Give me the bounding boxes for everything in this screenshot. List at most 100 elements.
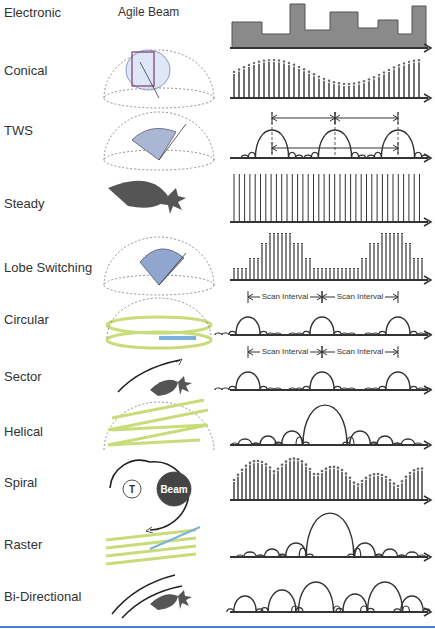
pulse-line (387, 174, 388, 222)
pulse-dot (269, 466, 272, 469)
pulse-dot (249, 462, 252, 465)
scan-type-label: Conical (4, 64, 47, 78)
pulse-dot (257, 258, 259, 260)
pulse-dot (268, 59, 270, 61)
pulse-dot (417, 467, 420, 470)
lobe (299, 582, 334, 612)
interval-label: Scan Interval (260, 348, 311, 357)
pulse-dot (369, 243, 371, 245)
pulse-dot (245, 268, 247, 270)
interval-marker (335, 112, 336, 158)
pulse-dot (238, 68, 240, 70)
pulse-dot (341, 268, 343, 270)
pulse-line (253, 463, 254, 500)
lobe (222, 388, 229, 390)
pulse-line (249, 260, 250, 280)
pulse-dot (341, 469, 344, 472)
pulse-dot (277, 233, 279, 235)
pulse-line (317, 476, 318, 500)
scan-type-label: Spiral (4, 476, 37, 490)
pulse-line (309, 260, 310, 280)
pulse-line (237, 477, 238, 500)
pulse-line (297, 245, 298, 280)
scan-type-label: Helical (4, 425, 43, 439)
pulse-line (353, 270, 354, 280)
pulse-line (292, 174, 293, 222)
pulse-line (285, 463, 286, 500)
pulse-line (363, 83, 364, 98)
spiral-symbol-label: T (129, 484, 135, 495)
pulse-line (417, 471, 418, 500)
pulse-line (341, 472, 342, 500)
pulse-line (305, 260, 306, 280)
pulse-dot (349, 268, 351, 270)
lobe (234, 596, 256, 612)
time-axis (230, 157, 428, 159)
pulse-dot (388, 69, 390, 71)
pulse-line (241, 270, 242, 280)
pulse-line (324, 174, 325, 222)
pulse-dot (269, 233, 271, 235)
pulse-line (281, 235, 282, 280)
pulse-dot (389, 233, 391, 235)
pulse-line (269, 470, 270, 500)
interval-tick (398, 112, 399, 124)
pulse-dot (397, 485, 400, 488)
axis-arrow (424, 386, 431, 394)
pulse-line (313, 270, 314, 280)
pulse-line (253, 260, 254, 280)
pulse-dot (233, 71, 235, 73)
lobe (368, 582, 403, 612)
pulse-dot (413, 60, 415, 62)
pulse-line (289, 461, 290, 500)
pulse-dot (258, 60, 260, 62)
scan-type-label: TWS (4, 124, 33, 138)
pulse-dot (378, 74, 380, 76)
pulse-line (333, 469, 334, 500)
pulse-dot (303, 68, 305, 70)
pulse-line (233, 482, 234, 500)
axis-arrow (424, 276, 431, 284)
pulse-dot (397, 233, 399, 235)
pulse-line (249, 174, 250, 222)
axis-arrow (424, 553, 431, 561)
pulse-line (318, 174, 319, 222)
pulse-dot (393, 66, 395, 68)
pulse-dot (405, 243, 407, 245)
pulse-dot (353, 82, 355, 84)
pulse-line (333, 270, 334, 280)
scan-type-label: Sector (4, 370, 42, 384)
pulse-line (421, 260, 422, 280)
pulse-dot (321, 268, 323, 270)
pulse-line (345, 174, 346, 222)
pulse-dot (349, 476, 352, 479)
pulse-line (408, 64, 409, 98)
axis-arrow (424, 44, 431, 52)
pulse-line (281, 174, 282, 222)
pulse-line (273, 473, 274, 500)
electronic-scan-shape (232, 4, 426, 48)
interval-marker (398, 112, 399, 158)
pulse-line (293, 67, 294, 98)
pulse-line (398, 174, 399, 222)
lobe (236, 372, 260, 390)
lobe (310, 372, 334, 390)
pulse-dot (263, 59, 265, 61)
pulse-dot (338, 82, 340, 84)
pulse-line (293, 461, 294, 500)
pulse-line (398, 67, 399, 98)
pulse-line (257, 463, 258, 500)
pulse-line (328, 83, 329, 98)
axis-arrow (424, 331, 431, 339)
pulse-line (301, 463, 302, 500)
lobe (306, 513, 354, 557)
time-axis (230, 221, 428, 223)
pulse-dot (345, 472, 348, 475)
scan-type-label: Steady (4, 197, 44, 211)
interval-arrow (272, 148, 398, 149)
pulse-line (373, 476, 374, 500)
time-axis (230, 444, 428, 446)
pulse-line (337, 470, 338, 500)
interval-arrow-head (272, 145, 398, 151)
